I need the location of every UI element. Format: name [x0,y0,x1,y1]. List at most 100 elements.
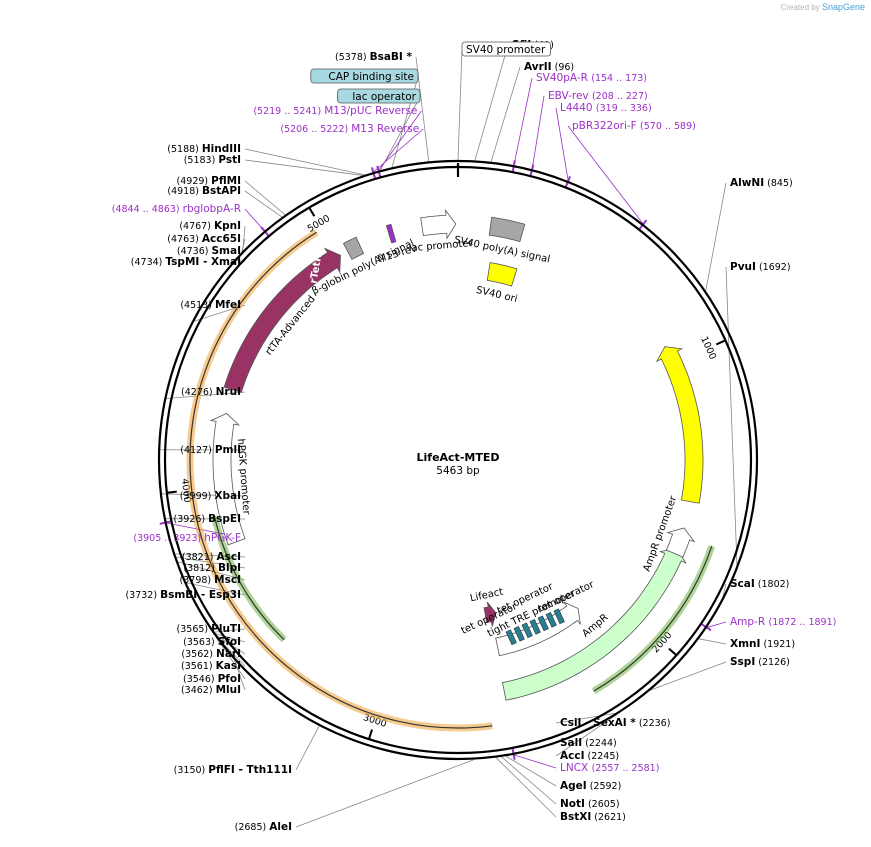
enzyme-position: (4513) [180,300,215,311]
enzyme-position: (4767) [179,221,214,232]
primer-label: (5219 .. 5241) M13/pUC Reverse [253,105,417,117]
primer-label: Amp-R (1872 .. 1891) [730,616,836,628]
enzyme-position: (3812) [183,563,218,574]
enzyme-name: PflMI [211,175,241,187]
enzyme-name: MscI [214,574,241,586]
watermark: Created by SnapGene [781,2,865,12]
enzyme-site-label: (3926) BspEI [174,513,241,525]
enzyme-site-label: BstXI (2621) [560,811,626,823]
primer-label: (4844 .. 4863) rbglobpA-R [112,203,241,215]
feature--globin-poly-a-signal [342,236,365,260]
plasmid-size: 5463 bp [436,465,480,477]
primer-name: hPGK-F [204,532,241,544]
feature-box-label: CAP binding site [328,71,414,83]
backbone-outer-strand [157,159,759,761]
enzyme-site-label: (3821) AscI [182,551,241,563]
primer-label: (5206 .. 5222) M13 Reverse [280,123,419,135]
enzyme-name: SmaI [212,245,242,257]
enzyme-name: AleI [269,821,292,833]
enzyme-site-label: (3150) PflFI - Tth111I [174,764,292,776]
enzyme-name: ScaI [730,578,755,590]
enzyme-position: (2621) [591,812,626,823]
highlight-arc-core [189,231,317,527]
primer-range: (2557 .. 2581) [592,763,660,774]
enzyme-name: BstXI [560,811,591,823]
leader-line [295,759,475,828]
leader-line [705,182,727,291]
leader-line [555,713,618,757]
leader-line [164,391,246,400]
leader-line [244,190,283,218]
primer-name: SV40pA-R [536,72,591,84]
enzyme-site-label: (4763) Acc65I [167,233,241,245]
enzyme-position: (3462) [181,685,216,696]
leader-line [241,238,246,253]
enzyme-position: (4127) [180,445,215,456]
tet-operator-block [513,625,525,642]
feature-lac-promoter [420,208,457,240]
enzyme-name: BsmBI [160,589,197,601]
enzyme-star: * [627,717,637,729]
leader-line [234,660,246,691]
leader-line [490,66,521,162]
enzyme-site-label: (5183) PstI [184,154,241,166]
enzyme-name: BlpI [218,562,241,574]
enzyme-site-label: (3565) PluTI [177,623,241,635]
enzyme-site-label: (4767) KpnI [179,220,241,232]
enzyme-name: XbaI [214,490,241,502]
center-title: LifeAct-MTED 5463 bp [417,451,500,477]
enzyme-site-label: (4513) MfeI [180,299,241,311]
enzyme-site-label: (4734) TspMI - XmaI [131,256,241,268]
primer-name: LNCX [560,762,592,774]
enzyme-site-label: (3546) PfoI [183,673,241,685]
enzyme-name: PluTI [211,623,241,635]
leader-line [706,621,727,628]
feature-box [310,68,419,84]
enzyme-name: PmlI [215,444,241,456]
leader-line [513,77,533,166]
enzyme-site-label: AccI (2245) [560,750,619,762]
enzyme-name: TspMI [165,256,199,268]
plasmid-name: LifeAct-MTED [417,451,500,464]
tet-operator-block [553,608,565,625]
feature-label: lac promoter [408,238,474,254]
feature-ampr [502,548,687,701]
primer-name: M13/pUC Reverse [324,105,417,117]
highlight-arc-core [213,516,285,641]
enzyme-position: (4276) [181,387,216,398]
enzyme-star: * [403,51,413,63]
leader-line [725,266,738,570]
leader-line [379,96,421,171]
enzyme-site-label: (4929) PflMI [177,175,241,187]
enzyme-position: (3561) [181,661,216,672]
leader-lines [158,44,738,828]
leader-line [212,628,246,633]
leader-line [215,637,246,680]
enzyme-name: SalI [560,737,582,749]
enzyme-name: AscI [216,551,241,563]
enzyme-position: (5378) [335,52,370,63]
enzyme-name: PflFI [208,764,235,776]
enzyme-name: KasI [216,660,241,672]
enzyme-site-label: SalI (2244) [560,737,617,749]
enzyme-name: SfoI [218,636,241,648]
enzyme-name: XmnI [730,638,760,650]
enzyme-name: - SexAI [581,717,626,729]
enzyme-name: MluI [216,684,241,696]
watermark-brand: SnapGene [821,2,865,12]
leader-line [474,44,509,161]
enzyme-site-label: ScaI (1802) [730,578,789,590]
feature-box-label: SV40 promoter [466,44,546,56]
enzyme-name: NruI [216,386,241,398]
enzyme-position: (2605) [585,799,620,810]
enzyme-position: (1802) [755,579,790,590]
leader-line [505,755,557,787]
leader-line [501,756,557,805]
tet-operator-block [529,618,541,635]
tick-mark [668,647,678,657]
enzyme-site-label: NotI (2605) [560,798,620,810]
enzyme-position: (4929) [177,176,212,187]
enzyme-position: (2592) [587,781,622,792]
leader-line [698,638,727,645]
